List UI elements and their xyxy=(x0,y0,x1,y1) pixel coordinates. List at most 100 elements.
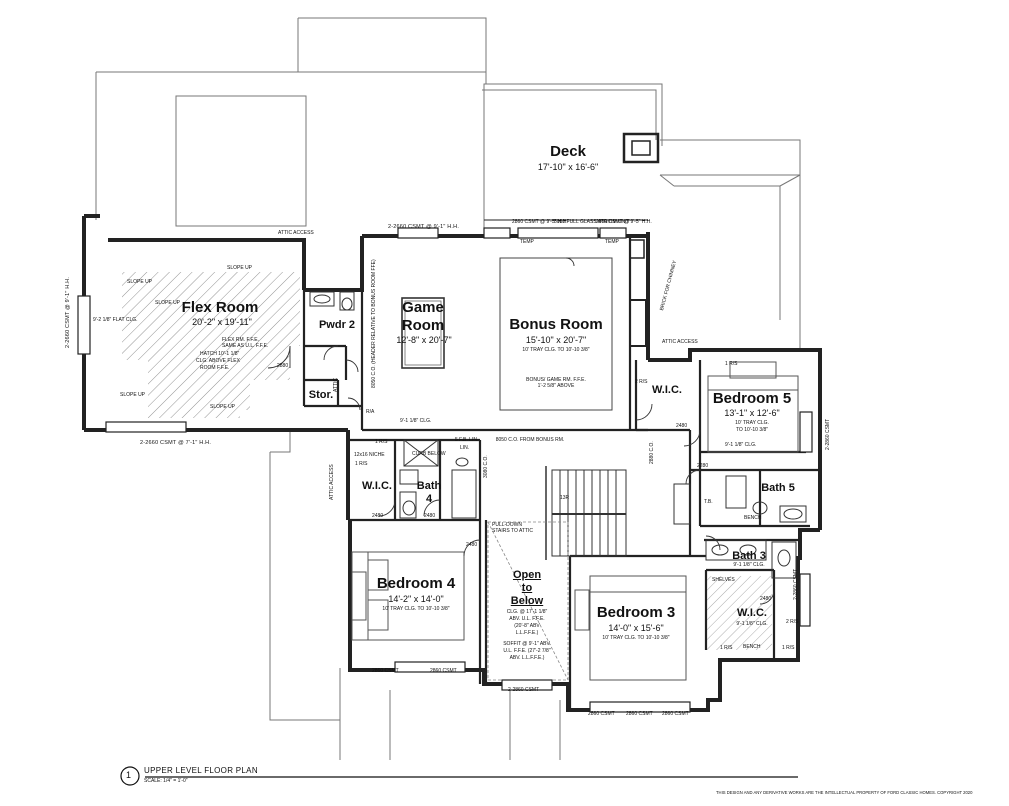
windows xyxy=(77,227,813,713)
note-slope-up-5: SLOPE UP xyxy=(210,404,236,410)
bath4-label-1: Bath xyxy=(416,480,442,492)
bedroom5-dims: 13'-1" x 12'-6" xyxy=(724,408,780,418)
deck-dims: 17'-10" x 16'-6" xyxy=(537,162,599,172)
bonus-room-ceiling: 10' TRAY CLG. TO 10'-10 3/8" xyxy=(522,347,590,353)
note-curb-below: CURB BELOW xyxy=(412,451,446,457)
note-shelf-3: 2 R/S xyxy=(635,379,648,385)
note-attic-3: ATTIC xyxy=(333,377,339,392)
note-door-2480-c: 2480 xyxy=(466,542,478,548)
note-csmt-2860: 2-2860 CSMT xyxy=(793,568,799,600)
title-scale: SCALE: 1/4" = 1'-0" xyxy=(144,778,188,784)
note-shelf-6: 1 R/S xyxy=(720,645,733,651)
note-attic-access-2: ATTIC ACCESS xyxy=(329,464,335,500)
note-hatch-2: CLG. ABOVE FLEX xyxy=(196,358,240,364)
note-csmt-bed3c: 2860 CSMT xyxy=(662,711,689,717)
title-text: UPPER LEVEL FLOOR PLAN xyxy=(144,766,258,775)
bedroom4-label: Bedroom 4 xyxy=(376,575,456,592)
note-co-2880: 2880 C.O. xyxy=(649,441,655,464)
open-label-2: to xyxy=(521,582,533,594)
note-open-soffit-1: SOFFIT @ 9'-1" ABV. xyxy=(503,641,551,647)
note-clg-4: 9'-1 1/8" CLG. xyxy=(400,418,432,424)
note-csmt-bed5: 2-2860 CSMT xyxy=(825,418,831,450)
note-window-game: 2-2660 CSMT @ 9'-1" H.H. xyxy=(388,224,460,230)
note-shelves: SHELVES xyxy=(712,577,735,583)
bath4-label-2: 4 xyxy=(425,493,433,505)
bedroom5-label: Bedroom 5 xyxy=(712,390,792,407)
note-door-2480-d: 2480 xyxy=(676,423,688,429)
note-shelf-2: 1 R/S xyxy=(355,461,368,467)
title-circle xyxy=(120,766,140,786)
note-door-2880: 2880 xyxy=(277,363,289,369)
bedroom3-ceiling: 10' TRAY CLG. TO 10'-10 3/8" xyxy=(602,635,670,641)
note-slope-up-1: SLOPE UP xyxy=(127,279,153,285)
note-door-2280: 2280 xyxy=(697,463,709,469)
note-towel: T.B. xyxy=(704,499,713,505)
note-slope-up-4: SLOPE UP xyxy=(120,392,146,398)
note-window-left: 2-2660 CSMT @ 9'-1" H.H. xyxy=(65,276,71,348)
note-fp-lin: 5 F.B. LIN. xyxy=(455,437,479,443)
note-pull-down-1: PULL-DOWN xyxy=(492,522,523,528)
note-attic-access: ATTIC ACCESS xyxy=(278,230,314,236)
bath5-label: Bath 5 xyxy=(761,482,795,494)
note-lin: LIN. xyxy=(460,445,470,451)
note-flat-clg: 9'-2 1/8" FLAT CLG. xyxy=(93,317,138,323)
beds xyxy=(351,361,799,681)
note-shelf-7: 1 R/S xyxy=(782,645,795,651)
note-bonus-2: 1'-2 5/8" ABOVE xyxy=(537,383,575,389)
game-room-label-1: Game xyxy=(402,299,444,316)
note-bench-2: BENCH xyxy=(744,515,762,521)
note-bench: BENCH xyxy=(743,644,761,650)
copyright-note: THIS DESIGN AND ANY DERIVATIVE WORKS ARE… xyxy=(716,790,973,795)
note-slope-up-3: SLOPE UP xyxy=(155,300,181,306)
note-door-2480-e: 2480 xyxy=(760,596,772,602)
wic3-ceiling: 9'-1 1/8" CLG. xyxy=(736,621,768,627)
note-bonus-1: BONUS/ GAME RM. F.F.E. xyxy=(526,377,586,383)
note-hatch-3: ROOM F.F.E. xyxy=(200,365,230,371)
note-shelf-1: 1 R/S xyxy=(375,439,388,445)
note-co-3080: 3080 C.O. xyxy=(483,455,489,478)
note-flex-ffe-1: FLEX RM. F.F.E. xyxy=(222,337,259,343)
note-niche: 12x16 NICHE xyxy=(354,452,385,458)
deck-features xyxy=(484,132,660,347)
note-shelf-5: 2 R/S xyxy=(786,619,799,625)
bath3-ceiling: 9'-1 1/8" CLG. xyxy=(733,562,765,568)
note-open-soffit-3: ABV. L.L.F.F.E.) xyxy=(509,655,545,661)
note-clg-bed5: 9'-1 1/8" CLG. xyxy=(725,442,757,448)
note-open-soffit-2: U.L. F.F.E. (27'-2 7/8" xyxy=(503,648,551,654)
note-open-clg-2: ABV. U.L. F.F.E. xyxy=(509,616,545,622)
note-csmt-bottom: 2-2860 CSMT xyxy=(508,687,540,693)
note-csmt-bed3a: 2860 CSMT xyxy=(588,711,615,717)
note-csmt-bed3b: 2860 CSMT xyxy=(626,711,653,717)
open-label-1: Open xyxy=(512,569,542,581)
note-deck-door-3: 2860 CSMT @ 9'-5" H.H. xyxy=(596,219,652,225)
door-swings xyxy=(267,257,775,605)
note-csmt-bed4b: 2860 CSMT xyxy=(430,668,457,674)
note-door-2480-b: 2480 xyxy=(424,513,436,519)
bath3-label: Bath 3 xyxy=(732,550,766,562)
note-window-bottom: 2-2660 CSMT @ 7'-1" H.H. xyxy=(140,440,212,446)
open-label-3: Below xyxy=(510,595,544,607)
game-room-dims: 12'-8" x 20'-7" xyxy=(396,335,452,345)
note-door-2480-a: 2480 xyxy=(372,513,384,519)
stor-label: Stor. xyxy=(308,389,334,401)
note-deck-door-1: 2860 CSMT @ 9'-5" H.H. xyxy=(512,219,568,225)
note-shelf-4: 1 R/S xyxy=(725,361,738,367)
bedroom4-ceiling: 10' TRAY CLG. TO 10'-10 3/8" xyxy=(382,606,450,612)
note-open-clg-3: (20'-8" ABV xyxy=(514,623,540,629)
deck-label: Deck xyxy=(550,143,586,160)
note-pull-down-2: STAIRS TO ATTIC xyxy=(492,528,534,534)
note-csmt-bed4a: 2860 CSMT xyxy=(372,668,399,674)
title-number: 1 xyxy=(126,770,132,780)
note-rva: R/A xyxy=(366,409,375,415)
bonus-room-label: Bonus Room xyxy=(509,316,603,333)
note-stair-up: 13R xyxy=(560,495,570,501)
note-cased-opening: 8050 C.O. FROM BONUS RM. xyxy=(495,437,565,443)
bonus-tray-ceiling xyxy=(499,257,613,411)
fixtures xyxy=(309,291,807,579)
note-attic-access-right: ATTIC ACCESS xyxy=(662,339,698,345)
bedroom3-label: Bedroom 3 xyxy=(596,604,676,621)
flex-room-dims: 20'-2" x 19'-11" xyxy=(192,317,252,327)
note-tempered-2: TEMP xyxy=(605,239,619,245)
note-hatch-1: HATCH 10'-1 1/8" xyxy=(200,351,240,357)
note-tempered-1: TEMP xyxy=(520,239,534,245)
